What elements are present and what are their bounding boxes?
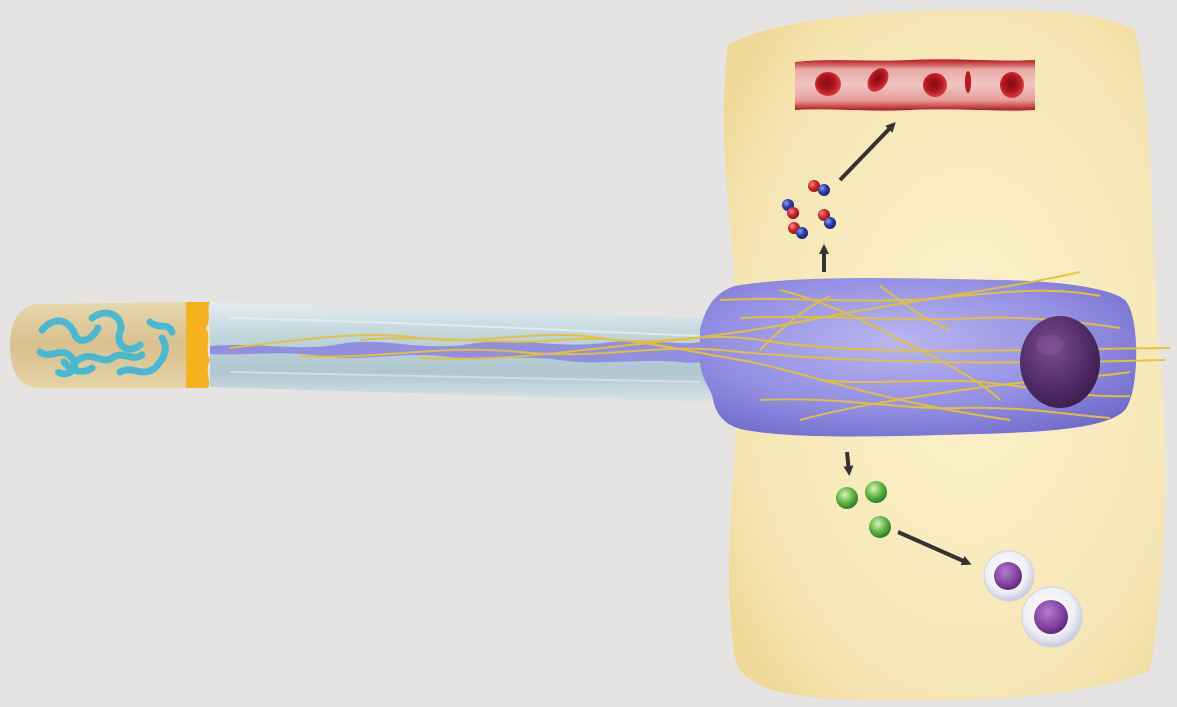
neuron-cell: [210, 272, 1170, 437]
tube-plug: [186, 302, 210, 388]
blood-vessel-icon: [795, 59, 1035, 110]
arrow-down-from-cell: [847, 452, 849, 472]
nucleus: [1020, 316, 1100, 408]
